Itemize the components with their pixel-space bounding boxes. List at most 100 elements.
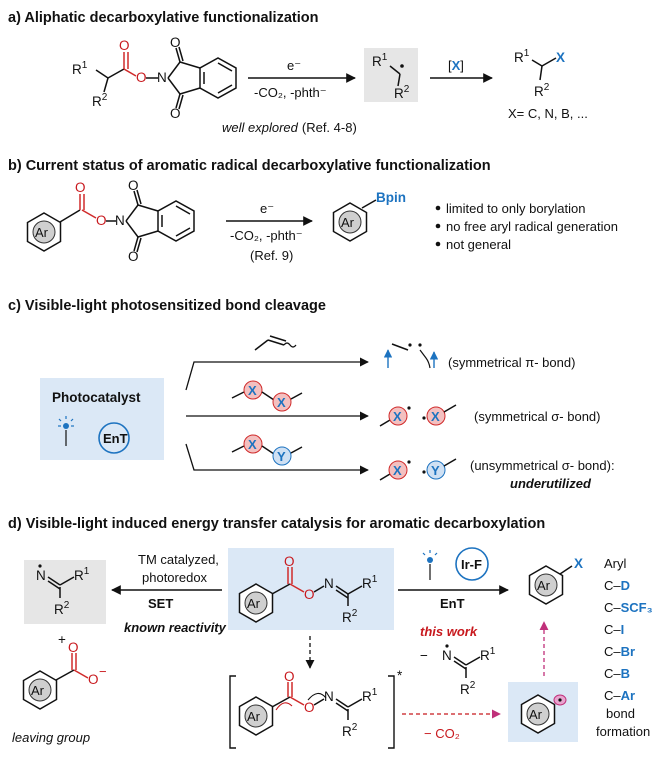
section-b-heading: b) Current status of aromatic radical de… xyxy=(8,158,491,174)
svg-text:Y: Y xyxy=(431,463,440,478)
imide-o-top: O xyxy=(170,35,181,50)
svg-text:N: N xyxy=(36,568,46,583)
svg-text:X: X xyxy=(574,556,583,571)
lightbulb-icon xyxy=(422,550,438,580)
b-product: Ar Bpin xyxy=(332,190,406,242)
leaving-group-carboxylate: Ar O O − xyxy=(22,640,107,710)
svg-text:+: + xyxy=(58,632,66,647)
svg-text:O: O xyxy=(128,178,139,193)
oxime-ester-substrate: Ar O O N R1 R2 xyxy=(228,548,394,630)
xx-products: X X xyxy=(379,404,457,427)
svg-text:Ar: Ar xyxy=(31,683,45,698)
svg-text:R1: R1 xyxy=(480,646,496,663)
svg-text:Ar: Ar xyxy=(529,707,543,722)
svg-text:C–I: C–I xyxy=(604,622,624,637)
imide-o-bottom: O xyxy=(170,106,181,121)
svg-text:Aryl: Aryl xyxy=(604,556,627,571)
svg-text:Ar: Ar xyxy=(537,578,551,593)
this-work-label: this work xyxy=(420,624,478,639)
a-reagent: [X] xyxy=(448,58,464,73)
svg-text:X: X xyxy=(393,409,402,424)
ent-label: EnT xyxy=(440,596,465,611)
pi-bond-substrate xyxy=(254,335,297,351)
svg-text:N: N xyxy=(115,213,125,228)
imide-n: N xyxy=(157,70,167,85)
svg-text:(unsymmetrical σ- bond):: (unsymmetrical σ- bond): xyxy=(470,458,615,473)
leaving-group-label: leaving group xyxy=(12,730,90,745)
photocatalyst-box: Photocatalyst EnT xyxy=(40,378,164,460)
svg-text:(symmetrical σ- bond): (symmetrical σ- bond) xyxy=(474,409,601,424)
svg-text:Ar: Ar xyxy=(247,709,261,724)
xy-substrate: X Y xyxy=(231,434,303,466)
section-d-heading: d) Visible-light induced energy transfer… xyxy=(8,516,545,532)
a-note: well explored(Ref. 4-8) xyxy=(222,120,357,135)
underutilized-label: underutilized xyxy=(510,476,592,491)
svg-text:Ar: Ar xyxy=(35,225,49,240)
svg-text:X: X xyxy=(431,409,440,424)
svg-text:O: O xyxy=(304,700,315,715)
svg-text:X: X xyxy=(248,437,257,452)
svg-text:bond: bond xyxy=(606,706,635,721)
svg-text:*: * xyxy=(397,668,403,683)
svg-text:O: O xyxy=(88,672,99,687)
photocatalyst-label: Photocatalyst xyxy=(52,390,141,405)
svg-text:X: X xyxy=(277,395,286,410)
excited-state-intermediate: * Ar O O N R1 R2 xyxy=(229,668,403,749)
bpin-label: Bpin xyxy=(376,190,406,205)
svg-text:R1: R1 xyxy=(74,566,90,583)
iminyl-radical-box: N R1 R2 xyxy=(24,560,106,624)
x-list: X= C, N, B, ... xyxy=(508,106,588,121)
svg-text:R2: R2 xyxy=(54,600,70,617)
svg-text:N: N xyxy=(324,689,334,704)
svg-text:limited to only borylation: limited to only borylation xyxy=(446,201,585,216)
svg-text:R1: R1 xyxy=(514,48,530,65)
ir-f-cycle-icon: Ir-F xyxy=(455,547,489,581)
b-conditions: -CO₂, -phth⁻ xyxy=(230,228,303,243)
svg-text:−: − xyxy=(420,648,428,663)
svg-text:C–SCF₃: C–SCF₃ xyxy=(604,600,653,615)
svg-text:O: O xyxy=(284,554,295,569)
svg-text:N: N xyxy=(324,576,334,591)
svg-text:formation: formation xyxy=(596,724,650,739)
svg-text:Ar: Ar xyxy=(341,215,355,230)
svg-text:O: O xyxy=(304,587,315,602)
b-bullets: limited to only borylation no free aryl … xyxy=(435,201,618,252)
section-a-reactant: R1 R2 O O N O O xyxy=(72,35,237,121)
svg-text:R1: R1 xyxy=(372,52,388,69)
svg-text:C–D: C–D xyxy=(604,578,630,593)
svg-text:Ir-F: Ir-F xyxy=(461,557,482,572)
pi-products xyxy=(383,343,439,369)
svg-text:C–Br: C–Br xyxy=(604,644,635,659)
released-iminyl-radical: − N R1 R2 xyxy=(420,644,496,697)
svg-text:photoredox: photoredox xyxy=(142,570,208,585)
section-c-heading: c) Visible-light photosensitized bond cl… xyxy=(8,298,326,314)
section-a-heading: a) Aliphatic decarboxylative functionali… xyxy=(8,10,318,26)
svg-text:R2: R2 xyxy=(534,82,550,99)
r1-label: R1 xyxy=(72,60,88,77)
set-label: SET xyxy=(148,596,173,611)
ester-o: O xyxy=(136,70,147,85)
lightbulb-icon xyxy=(58,416,74,446)
a-electron: e⁻ xyxy=(287,58,301,73)
xx-substrate: X X xyxy=(231,380,303,412)
svg-text:−: − xyxy=(99,664,107,679)
svg-text:(symmetrical π- bond): (symmetrical π- bond) xyxy=(448,355,575,370)
svg-text:O: O xyxy=(75,180,86,195)
svg-text:EnT: EnT xyxy=(103,431,128,446)
a-product: R1 X R2 X= C, N, B, ... xyxy=(508,48,588,121)
svg-text:X: X xyxy=(248,383,257,398)
section-b-reactant: Ar O O N O O xyxy=(26,178,195,264)
svg-text:O: O xyxy=(284,669,295,684)
svg-text:X: X xyxy=(393,463,402,478)
svg-text:not general: not general xyxy=(446,237,511,252)
svg-text:R2: R2 xyxy=(342,722,358,739)
xy-products: X Y xyxy=(379,458,457,481)
svg-text:C–Ar: C–Ar xyxy=(604,688,635,703)
aryl-bond-list: Aryl C–D C–SCF₃ C–I C–Br C–B C–Ar bond f… xyxy=(596,556,653,739)
svg-text:C–B: C–B xyxy=(604,666,630,681)
svg-text:O: O xyxy=(68,640,79,655)
svg-text:O: O xyxy=(128,249,139,264)
aryl-radical-box: Ar xyxy=(508,682,578,742)
co2-loss-label: − CO₂ xyxy=(424,726,460,741)
